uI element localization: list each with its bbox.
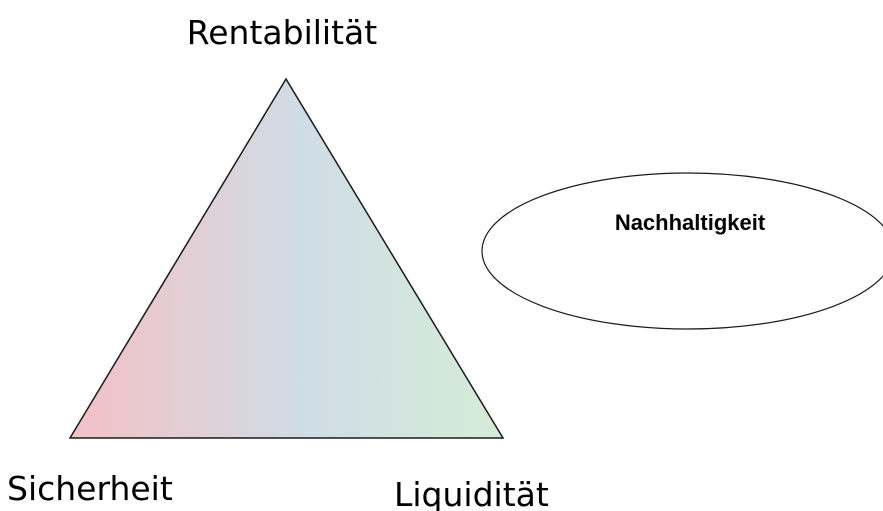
label-nachhaltigkeit: Nachhaltigkeit xyxy=(615,210,766,235)
ellipse-shape xyxy=(481,172,883,330)
label-sicherheit: Sicherheit xyxy=(7,469,173,508)
label-rentabilitaet: Rentabilität xyxy=(187,13,377,52)
label-liquiditaet: Liquidität xyxy=(394,475,549,511)
magic-triangle-shape xyxy=(68,77,505,439)
